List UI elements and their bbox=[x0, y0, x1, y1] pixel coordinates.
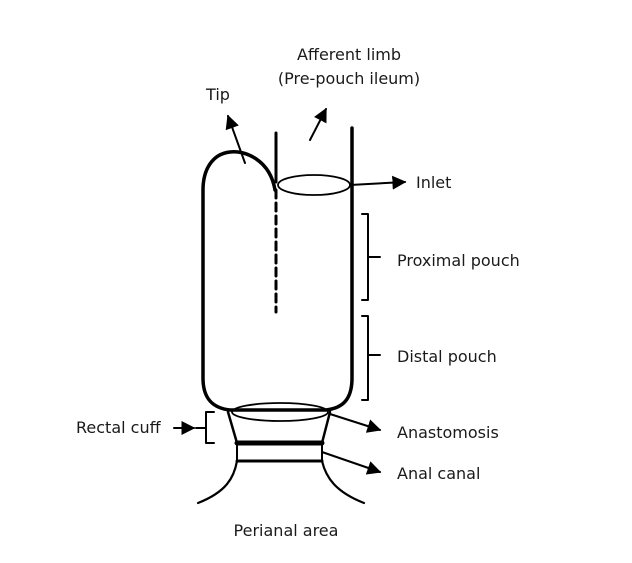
anal-canal-label: Anal canal bbox=[397, 464, 480, 483]
inlet-label: Inlet bbox=[416, 173, 451, 192]
anastomosis-label: Anastomosis bbox=[397, 423, 499, 442]
perianal-curve-left bbox=[196, 459, 239, 505]
anastomosis-arrow bbox=[329, 413, 382, 433]
anastomosis-ellipse bbox=[231, 402, 329, 422]
inlet-ellipse bbox=[277, 174, 351, 196]
inlet-arrow bbox=[349, 175, 407, 190]
anal-canal-arrow bbox=[321, 451, 382, 475]
pouch-outline bbox=[201, 126, 354, 412]
rectal-cuff-label: Rectal cuff bbox=[76, 418, 162, 437]
tip-arrow bbox=[225, 114, 246, 164]
distal-pouch-bracket bbox=[361, 315, 381, 401]
proximal-pouch-label: Proximal pouch bbox=[397, 251, 520, 270]
pre-pouch-ileum-label: (Pre-pouch ileum) bbox=[278, 69, 420, 88]
afferent-limb-arrow bbox=[309, 107, 327, 141]
proximal-pouch-bracket bbox=[361, 213, 381, 301]
perianal-area-label: Perianal area bbox=[234, 521, 339, 540]
rectal-cuff-bracket bbox=[195, 411, 215, 444]
afferent-limb-label: Afferent limb bbox=[297, 45, 401, 64]
rectal-cuff-shape bbox=[226, 410, 332, 445]
perianal-curve-right bbox=[320, 459, 366, 505]
distal-pouch-label: Distal pouch bbox=[397, 347, 497, 366]
tip-label: Tip bbox=[205, 85, 230, 104]
